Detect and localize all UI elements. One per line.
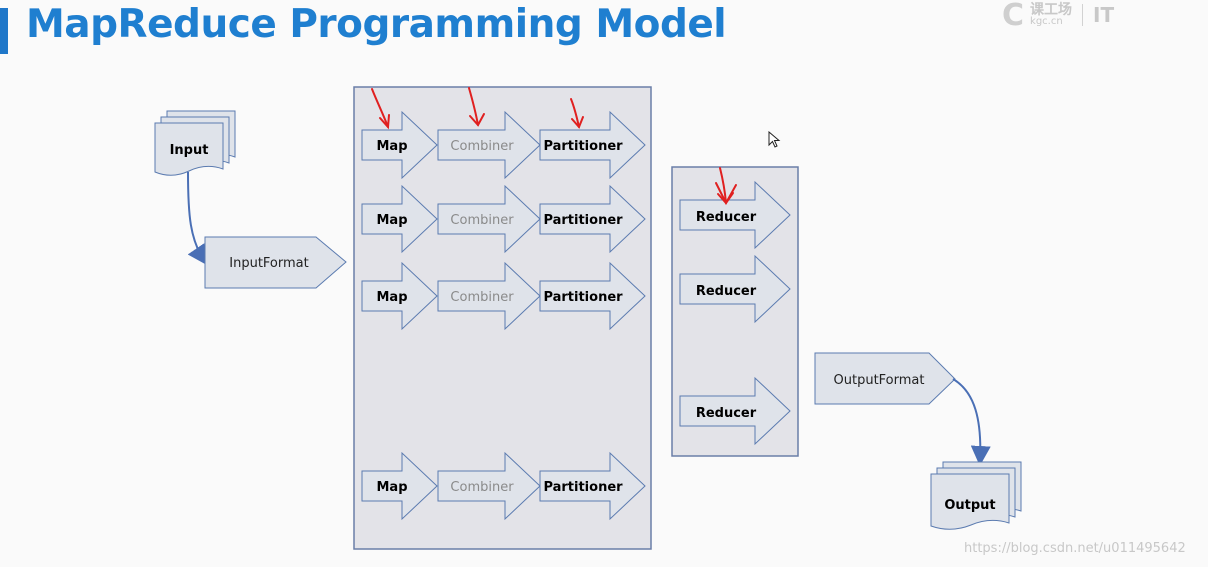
partitioner-label: Partitioner: [543, 139, 623, 154]
output-connector: [952, 378, 991, 466]
combiner-label: Combiner: [450, 213, 514, 228]
logo-en-text: kgc.cn: [1030, 16, 1063, 27]
combiner-arrow: [437, 451, 541, 521]
output-label: Output: [944, 498, 995, 513]
logo-separator: [1082, 4, 1084, 26]
map-row-4: Map Combiner Partitioner: [361, 451, 646, 521]
reducer-3: Reducer: [679, 376, 791, 446]
reducer-label: Reducer: [696, 406, 757, 421]
output-format-shape: OutputFormat: [814, 352, 956, 405]
combiner-label: Combiner: [450, 139, 514, 154]
annotation-arrowhead: [379, 114, 390, 130]
map-row-1: Map Combiner Partitioner: [361, 110, 646, 180]
partitioner-arrow: [539, 451, 646, 521]
reducer-arrow: [679, 254, 791, 324]
annotation-arrow: [468, 87, 479, 126]
combiner-label: Combiner: [450, 480, 514, 495]
reducer-2: Reducer: [679, 254, 791, 324]
combiner-arrow: [437, 110, 541, 180]
reducer-arrow: [679, 376, 791, 446]
input-document-stack: Input: [154, 110, 236, 176]
combiner-arrow: [437, 184, 541, 254]
annotation-arrowhead: [715, 182, 737, 206]
partitioner-arrow: [539, 261, 646, 331]
annotation-arrow: [371, 88, 389, 128]
input-label: Input: [170, 143, 209, 158]
annotation-arrowhead: [469, 113, 485, 127]
map-row-3: Map Combiner Partitioner: [361, 261, 646, 331]
logo-it-mark: IT: [1093, 3, 1115, 27]
partitioner-arrow: [539, 110, 646, 180]
output-format-label: OutputFormat: [834, 373, 925, 388]
partitioner-arrow: [539, 184, 646, 254]
combiner-arrow: [437, 261, 541, 331]
map-row-2: Map Combiner Partitioner: [361, 184, 646, 254]
slide-title: MapReduce Programming Model: [26, 2, 727, 47]
map-label: Map: [376, 290, 407, 305]
logo-mark: C: [1002, 0, 1025, 33]
logo-cn-text: 课工场: [1030, 2, 1073, 18]
map-arrow: [361, 451, 438, 521]
source-watermark: https://blog.csdn.net/u011495642: [964, 541, 1186, 556]
input-format-label: InputFormat: [229, 256, 308, 271]
reducer-label: Reducer: [696, 284, 757, 299]
reducer-1: Reducer: [679, 180, 791, 250]
annotation-arrow: [570, 98, 580, 128]
partitioner-label: Partitioner: [543, 480, 623, 495]
partitioner-label: Partitioner: [543, 213, 623, 228]
annotation-arrowhead: [571, 116, 584, 129]
combiner-label: Combiner: [450, 290, 514, 305]
map-arrow: [361, 184, 438, 254]
reducer-arrow: [679, 180, 791, 250]
input-format-shape: InputFormat: [204, 236, 347, 289]
map-label: Map: [376, 480, 407, 495]
reducer-label: Reducer: [696, 210, 757, 225]
partitioner-label: Partitioner: [543, 290, 623, 305]
map-label: Map: [376, 139, 407, 154]
input-connector: [187, 171, 208, 266]
output-document-stack: Output: [930, 461, 1022, 530]
map-arrow: [361, 261, 438, 331]
mouse-pointer-icon: [768, 131, 781, 148]
logo-text: 课工场 kgc.cn: [1030, 3, 1072, 27]
title-accent-bar: [0, 8, 8, 54]
map-label: Map: [376, 213, 407, 228]
brand-logo: C 课工场 kgc.cn IT: [1002, 0, 1115, 33]
map-arrow: [361, 110, 438, 180]
red-annotation-arrows: [371, 87, 737, 206]
